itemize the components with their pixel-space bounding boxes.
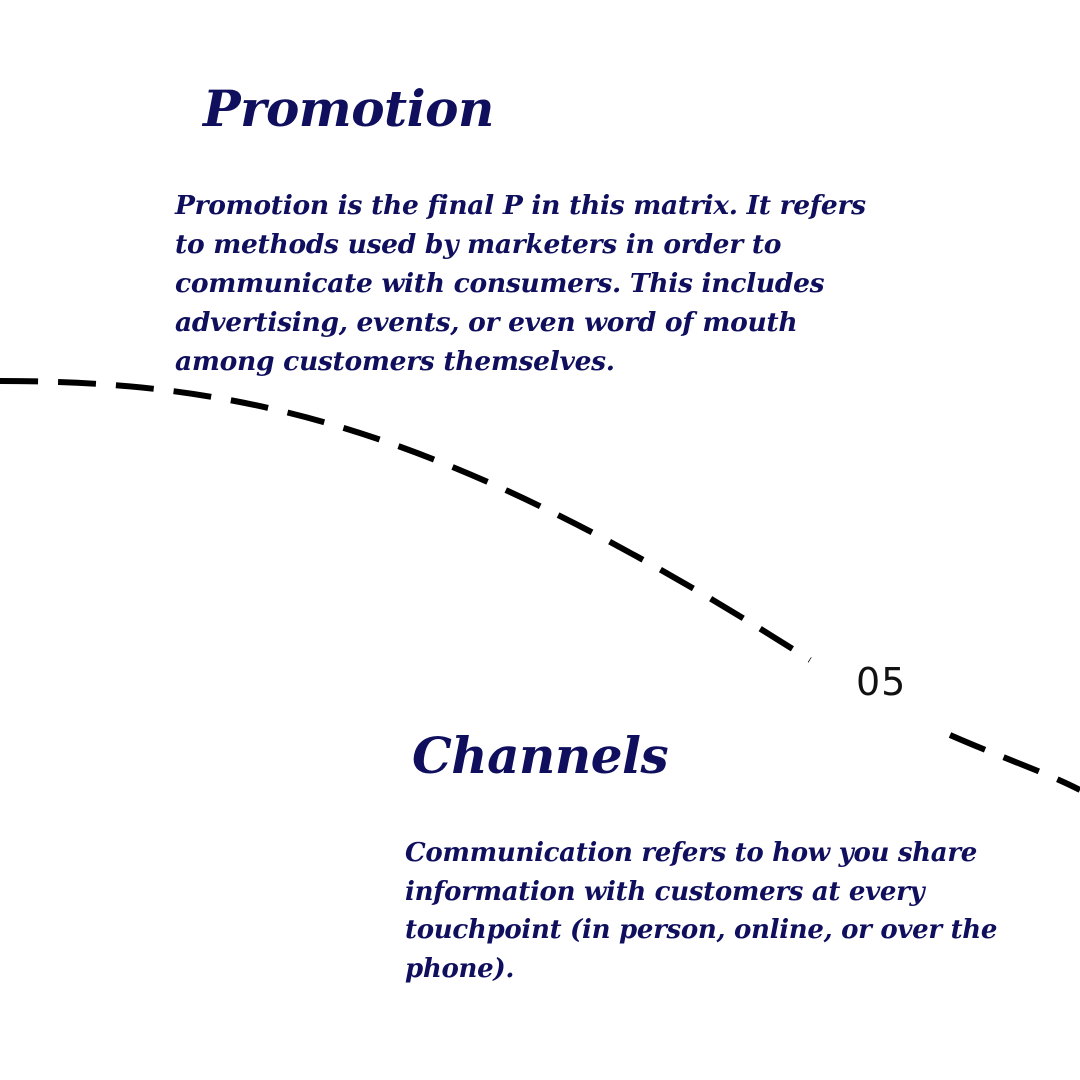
section-title-promotion: Promotion	[203, 79, 494, 138]
step-number: 05	[856, 660, 907, 704]
dashed-curve-upper	[0, 378, 812, 663]
section-body-channels: Communication refers to how you share in…	[405, 838, 998, 984]
section-title-channels: Channels	[412, 726, 669, 785]
dashed-curve-lower	[948, 732, 1080, 793]
section-body-promotion: Promotion is the final P in this matrix.…	[175, 190, 866, 377]
